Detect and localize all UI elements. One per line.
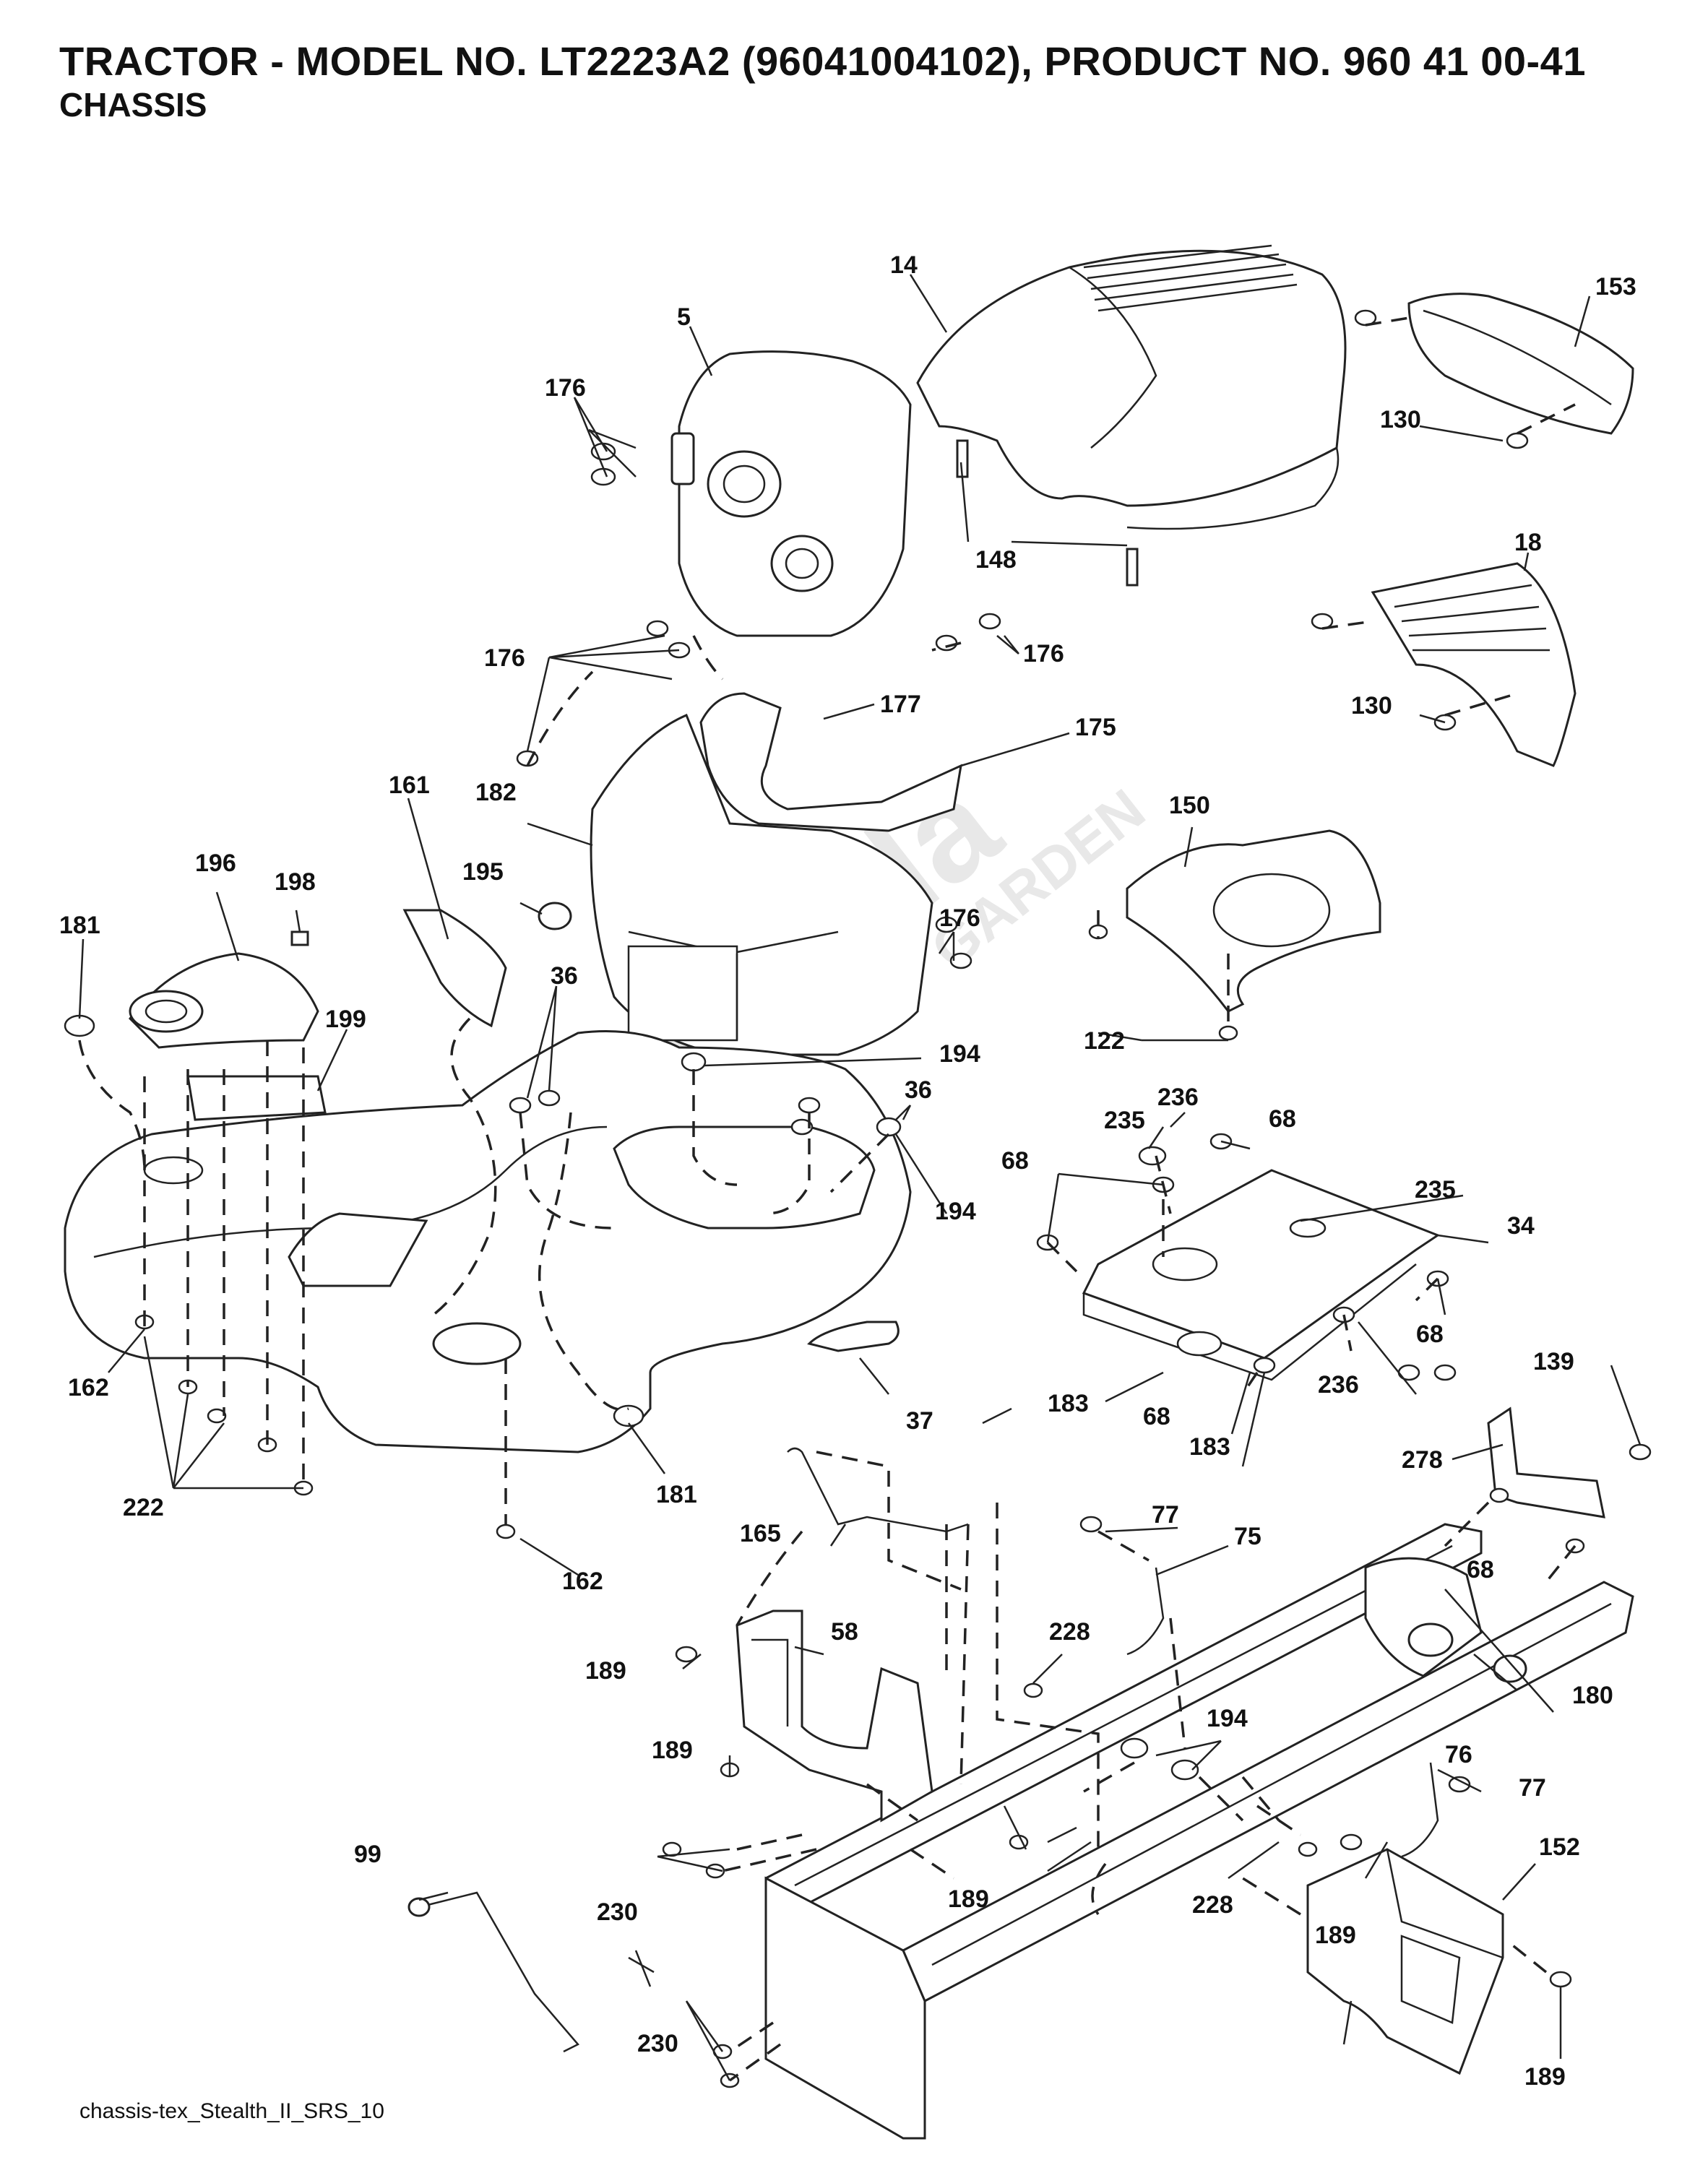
callout-189-bottom: 189	[1524, 2063, 1566, 2091]
callout-236-lower: 236	[1318, 1371, 1359, 1399]
part-frame[interactable]	[764, 1523, 1634, 2140]
part-hood[interactable]	[916, 244, 1347, 530]
callout-181: 181	[59, 912, 100, 939]
callout-176-left: 176	[484, 644, 525, 672]
part-clip[interactable]	[290, 930, 309, 946]
part-dash-panel[interactable]	[670, 350, 912, 637]
part-rod[interactable]	[787, 1447, 969, 1533]
callout-99: 99	[354, 1841, 381, 1868]
part-cover-bracket[interactable]	[186, 1075, 327, 1121]
callout-77-lower: 77	[1519, 1774, 1546, 1802]
callout-228: 228	[1049, 1618, 1090, 1646]
part-fender[interactable]	[64, 1030, 912, 1453]
part-dash-bracket[interactable]	[736, 1609, 933, 1823]
callout-194-mid: 194	[935, 1198, 976, 1225]
callout-189: 189	[585, 1657, 626, 1685]
callout-194: 194	[939, 1040, 980, 1068]
callout-122: 122	[1084, 1027, 1125, 1055]
callout-198: 198	[275, 868, 316, 896]
callout-236: 236	[1157, 1084, 1199, 1111]
part-lever[interactable]	[407, 1891, 655, 2053]
callout-5: 5	[677, 303, 691, 331]
callout-177: 177	[880, 691, 921, 718]
callout-36-mid: 36	[905, 1076, 932, 1104]
callout-130-lower: 130	[1351, 692, 1392, 719]
callout-189-frame: 189	[948, 1885, 989, 1913]
callout-189-guard: 189	[1315, 1922, 1356, 1949]
part-steering-plate[interactable]	[1082, 1169, 1441, 1381]
callout-68-left: 68	[1001, 1147, 1029, 1175]
part-guard[interactable]	[1306, 1848, 1504, 2075]
part-mounting-plate[interactable]	[402, 909, 507, 1028]
part-hood-support[interactable]	[1126, 829, 1381, 1013]
callout-176: 176	[545, 374, 586, 402]
callout-235-right: 235	[1415, 1176, 1456, 1203]
callout-199: 199	[325, 1006, 366, 1033]
callout-18: 18	[1514, 529, 1542, 556]
callout-77: 77	[1152, 1501, 1179, 1529]
callout-165: 165	[740, 1520, 781, 1547]
fasteners	[64, 309, 1652, 2088]
hood-vents	[1083, 244, 1298, 312]
callout-175: 175	[1075, 714, 1116, 741]
callout-183-lower: 183	[1189, 1433, 1230, 1461]
part-front-grille-top[interactable]	[1407, 293, 1634, 435]
drawing-reference: chassis-tex_Stealth_II_SRS_10	[79, 2099, 384, 2123]
callout-76: 76	[1445, 1741, 1472, 1768]
callout-68-frame: 68	[1467, 1556, 1494, 1583]
page-subtitle: CHASSIS	[59, 86, 207, 124]
part-fuel-tank-cover[interactable]	[129, 952, 319, 1049]
callout-194-frame: 194	[1207, 1705, 1248, 1732]
callout-162-lower: 162	[562, 1568, 603, 1595]
assembly-dashed-lines	[78, 316, 1577, 2082]
callout-235: 235	[1104, 1107, 1145, 1134]
callout-148: 148	[975, 546, 1017, 574]
callout-162: 162	[68, 1374, 109, 1401]
part-spring-75[interactable]	[1126, 1567, 1165, 1656]
callout-182: 182	[475, 779, 517, 806]
callout-34: 34	[1507, 1212, 1535, 1240]
part-dash-lower[interactable]	[590, 714, 933, 1056]
callout-176-mid: 176	[939, 904, 980, 932]
callout-196: 196	[195, 850, 236, 877]
callout-68: 68	[1269, 1105, 1296, 1133]
callout-222: 222	[123, 1494, 164, 1521]
callout-176-right: 176	[1023, 640, 1064, 667]
callout-181-lower: 181	[656, 1481, 697, 1508]
callout-labels: 14 153 5 176 130 148 18 176 176 130 177 …	[59, 251, 1636, 2091]
callout-36: 36	[551, 962, 578, 990]
callout-68-right: 68	[1416, 1321, 1444, 1348]
callout-150: 150	[1169, 792, 1210, 819]
callout-37: 37	[906, 1407, 933, 1435]
callout-183: 183	[1048, 1390, 1089, 1417]
callout-152: 152	[1539, 1833, 1580, 1861]
leader-lines	[78, 274, 1642, 2081]
part-front-grille[interactable]	[1371, 562, 1577, 767]
callout-75: 75	[1234, 1523, 1261, 1550]
part-hood-bumper-strip[interactable]	[956, 439, 1139, 587]
part-spring-76[interactable]	[1401, 1762, 1439, 1858]
page-title: TRACTOR - MODEL NO. LT2223A2 (9604100410…	[59, 38, 1586, 84]
callout-230-lower: 230	[637, 2030, 678, 2057]
callout-230: 230	[597, 1898, 638, 1926]
callout-130: 130	[1380, 406, 1421, 433]
part-hood-bracket[interactable]	[699, 692, 962, 832]
callout-161: 161	[389, 772, 430, 799]
callout-180: 180	[1572, 1682, 1613, 1709]
callout-278: 278	[1402, 1446, 1443, 1474]
callout-189-mid: 189	[652, 1737, 693, 1764]
part-plug[interactable]	[538, 902, 572, 930]
callout-139: 139	[1533, 1348, 1574, 1375]
callout-228-lower: 228	[1192, 1891, 1233, 1919]
callout-58: 58	[831, 1618, 858, 1646]
callout-153: 153	[1595, 273, 1636, 301]
callout-195: 195	[462, 858, 504, 886]
callout-14: 14	[890, 251, 918, 279]
callout-68-lower: 68	[1143, 1403, 1170, 1430]
